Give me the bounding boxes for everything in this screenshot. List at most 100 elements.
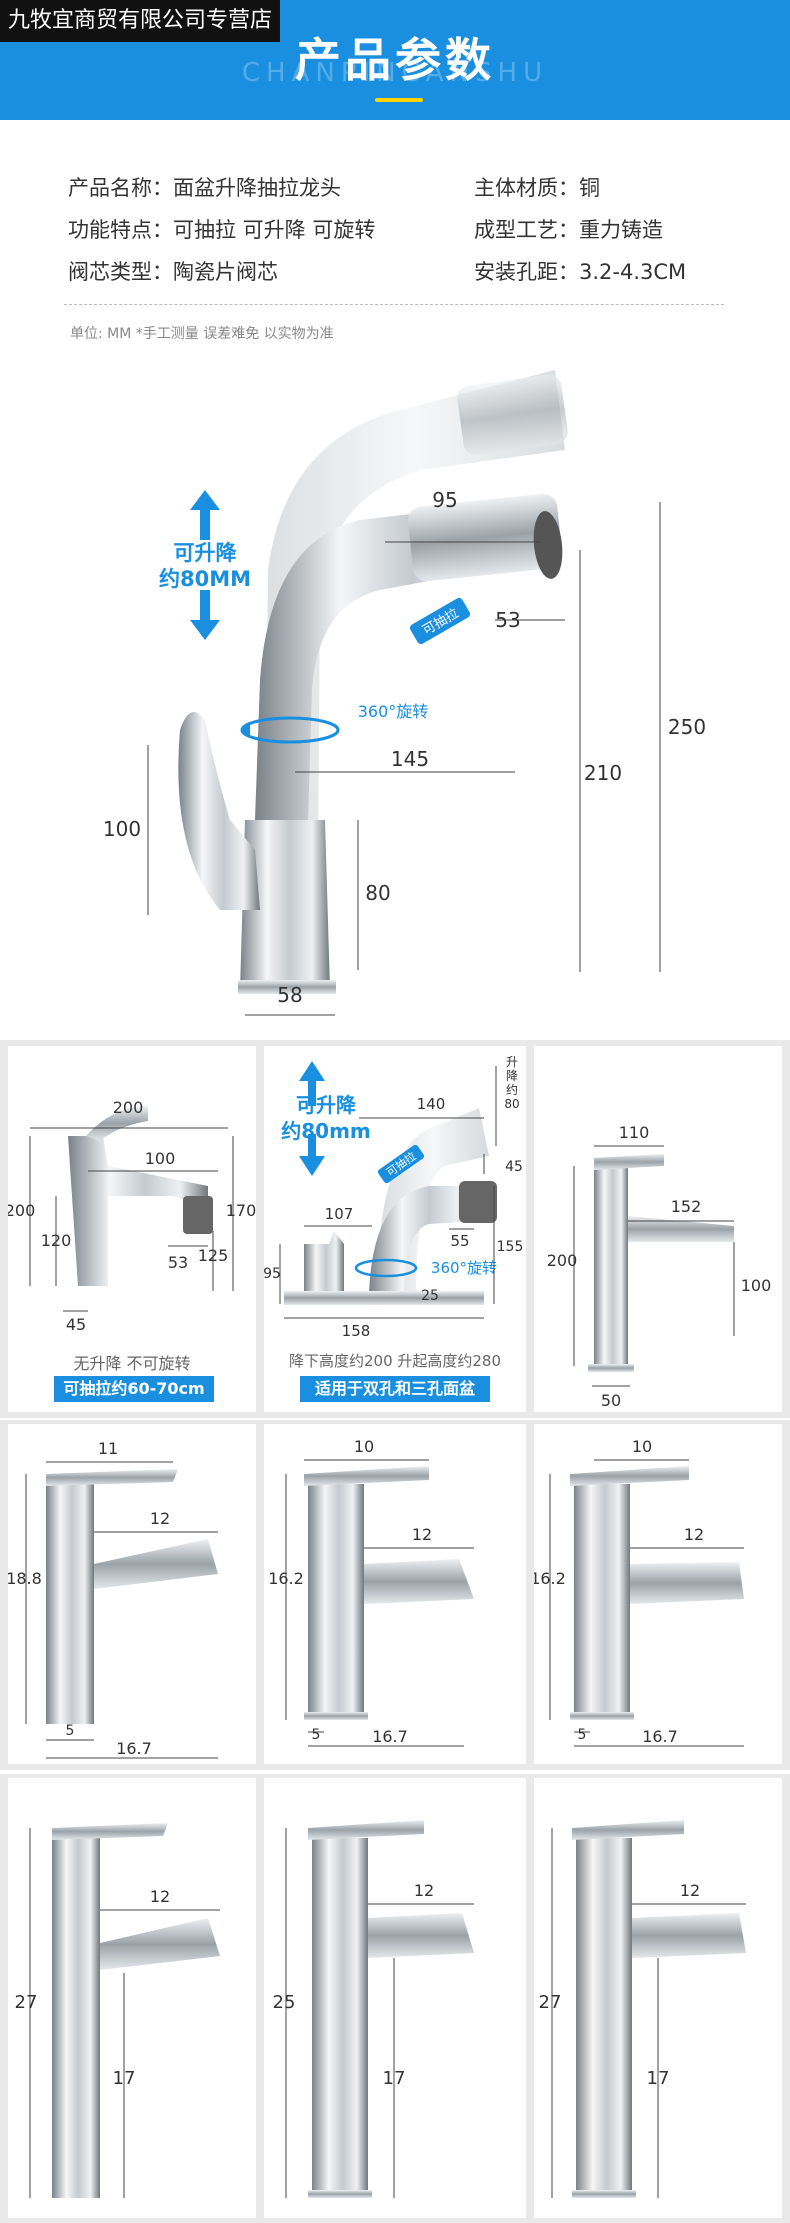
r3p2-mid: 12 <box>412 1525 432 1544</box>
faucet-base <box>240 820 330 990</box>
r4p2-dims <box>285 1828 474 2198</box>
p2-base <box>284 1291 484 1305</box>
p1-caption-grey: 无升降 不可旋转 <box>73 1354 191 1373</box>
r3p3-body <box>574 1484 630 1714</box>
main-diagram-svg: 可抽拉 可升降 约80MM 360°旋转 95 53 145 100 80 58… <box>103 370 706 1016</box>
r3p2-handle <box>304 1466 429 1486</box>
p2-caption-grey: 降下高度约200 升起高度约280 <box>288 1352 502 1370</box>
r3p1-handle <box>46 1469 178 1486</box>
r3p1-spout <box>94 1539 218 1589</box>
spray-head <box>407 493 563 582</box>
lift-label-2: 约80MM <box>159 567 251 591</box>
p2-d158: 158 <box>342 1322 371 1340</box>
p3-d152: 152 <box>671 1197 702 1216</box>
r3p1-h: 18.8 <box>8 1569 42 1588</box>
p1-w100: 100 <box>145 1149 176 1168</box>
spec-features: 功能特点：可抽拉 可升降 可旋转 <box>68 218 376 242</box>
r3p1-b: 5 <box>66 1723 75 1739</box>
p2-lift-label-2: 约80mm <box>281 1119 371 1143</box>
p2-lift-side-2: 降 <box>506 1069 518 1083</box>
row3-p3-svg: 10 12 16.2 5 16.7 <box>534 1437 744 1747</box>
row4-panel-2: 12 25 17 <box>264 1778 526 2218</box>
p3-base <box>588 1364 634 1372</box>
r3p1-w: 16.7 <box>116 1739 152 1758</box>
row4-panel-3: 12 27 17 <box>534 1778 782 2218</box>
store-name: 九牧宜商贸有限公司专营店 <box>0 0 281 42</box>
p3-d100: 100 <box>741 1276 772 1295</box>
p2-lift-side-4: 80 <box>504 1097 519 1111</box>
row4-p1-svg: 12 27 17 <box>15 1823 220 2198</box>
dim-53: 53 <box>495 608 520 632</box>
p2-d55: 55 <box>450 1232 469 1250</box>
r4p1-handle <box>52 1823 168 1840</box>
r4p2-low: 17 <box>383 2068 406 2089</box>
r3p3-handle <box>570 1466 689 1486</box>
p2-d45: 45 <box>505 1159 523 1175</box>
dimension-lines <box>147 502 661 1016</box>
r3p3-top: 10 <box>632 1437 652 1456</box>
p1-handle <box>86 1106 148 1141</box>
r4p3-base <box>572 2190 636 2198</box>
dim-210: 210 <box>584 761 622 785</box>
faucet-raised-ghost <box>265 370 565 870</box>
p1-d53: 53 <box>168 1253 188 1272</box>
p2-lift-label-1: 可升降 <box>296 1093 357 1117</box>
r3p2-spout <box>364 1559 474 1604</box>
rotate-arrow <box>242 722 250 738</box>
p1-dims <box>29 1127 234 1312</box>
p2-lift-side-3: 约 <box>506 1082 518 1097</box>
r4p3-spout <box>632 1913 746 1958</box>
r4p1-low: 17 <box>113 2068 136 2089</box>
row4-panel-1: 12 27 17 <box>8 1778 256 2218</box>
row3-p1-svg: 11 12 18.8 5 16.7 <box>8 1439 218 1759</box>
r4p1-mid: 12 <box>150 1887 170 1906</box>
r4p2-body <box>312 1838 368 2193</box>
row2-panel-2: 可升降 约80mm 升 降 约 80 可抽拉 360°旋转 140 45 107… <box>264 1046 526 1412</box>
r4p3-handle <box>572 1820 684 1840</box>
p2-lift-side-1: 升 <box>506 1055 518 1069</box>
main-diagram: 可抽拉 可升降 约80MM 360°旋转 95 53 145 100 80 58… <box>0 350 790 1030</box>
p2-d95: 95 <box>264 1266 281 1282</box>
r4p3-dims <box>551 1828 746 2198</box>
p2-spout <box>369 1186 479 1296</box>
p3-dims <box>573 1145 735 1387</box>
p3-body <box>594 1166 628 1366</box>
dim-100: 100 <box>103 817 141 841</box>
p2-lift-up-arrow <box>299 1061 325 1106</box>
row2-p1-svg: 200 100 200 120 53 125 170 45 <box>8 1098 256 1334</box>
p2-head <box>459 1181 497 1223</box>
p3-d110: 110 <box>619 1123 650 1142</box>
r3p3-h: 16.2 <box>534 1569 566 1588</box>
row4-p2-svg: 12 25 17 <box>273 1820 474 2198</box>
p3-handle <box>594 1154 664 1170</box>
spec-valve: 阀芯类型：陶瓷片阀芯 <box>68 260 278 284</box>
row4-p3-svg: 12 27 17 <box>539 1820 746 2198</box>
row2-panel-1: 200 100 200 120 53 125 170 45 无升降 不可旋转 可… <box>8 1046 256 1412</box>
p3-d50: 50 <box>601 1391 621 1410</box>
r4p2-mid: 12 <box>414 1881 434 1900</box>
faucet-body <box>255 500 540 820</box>
p1-faucet <box>68 1136 208 1286</box>
spec-divider <box>64 304 724 305</box>
p2-d140: 140 <box>417 1095 446 1113</box>
r3p2-dims <box>285 1459 474 1747</box>
r4p1-dims <box>29 1828 220 2198</box>
lift-up-arrow <box>190 490 220 540</box>
p1-h170: 170 <box>226 1201 256 1220</box>
row2-panel-3: 110 152 200 100 50 <box>534 1046 782 1412</box>
faucet-handle <box>178 712 260 910</box>
spec-material: 主体材质：铜 <box>474 176 600 200</box>
spec-name: 产品名称：面盆升降抽拉龙头 <box>68 176 341 200</box>
r3p3-base <box>570 1712 634 1720</box>
p2-lift-down-arrow <box>299 1134 325 1176</box>
r3p3-b: 5 <box>578 1727 587 1743</box>
faucet-foot <box>238 980 336 994</box>
r3p2-base <box>304 1712 368 1720</box>
lift-label-1: 可升降 <box>174 541 238 565</box>
p2-dims <box>279 1066 497 1319</box>
p3-spout <box>628 1216 734 1242</box>
ghost-head <box>457 374 568 456</box>
p3-d200: 200 <box>547 1251 578 1270</box>
p2-d107: 107 <box>325 1205 354 1223</box>
p1-caption-blue: 可抽拉约60-70cm <box>54 1376 214 1402</box>
